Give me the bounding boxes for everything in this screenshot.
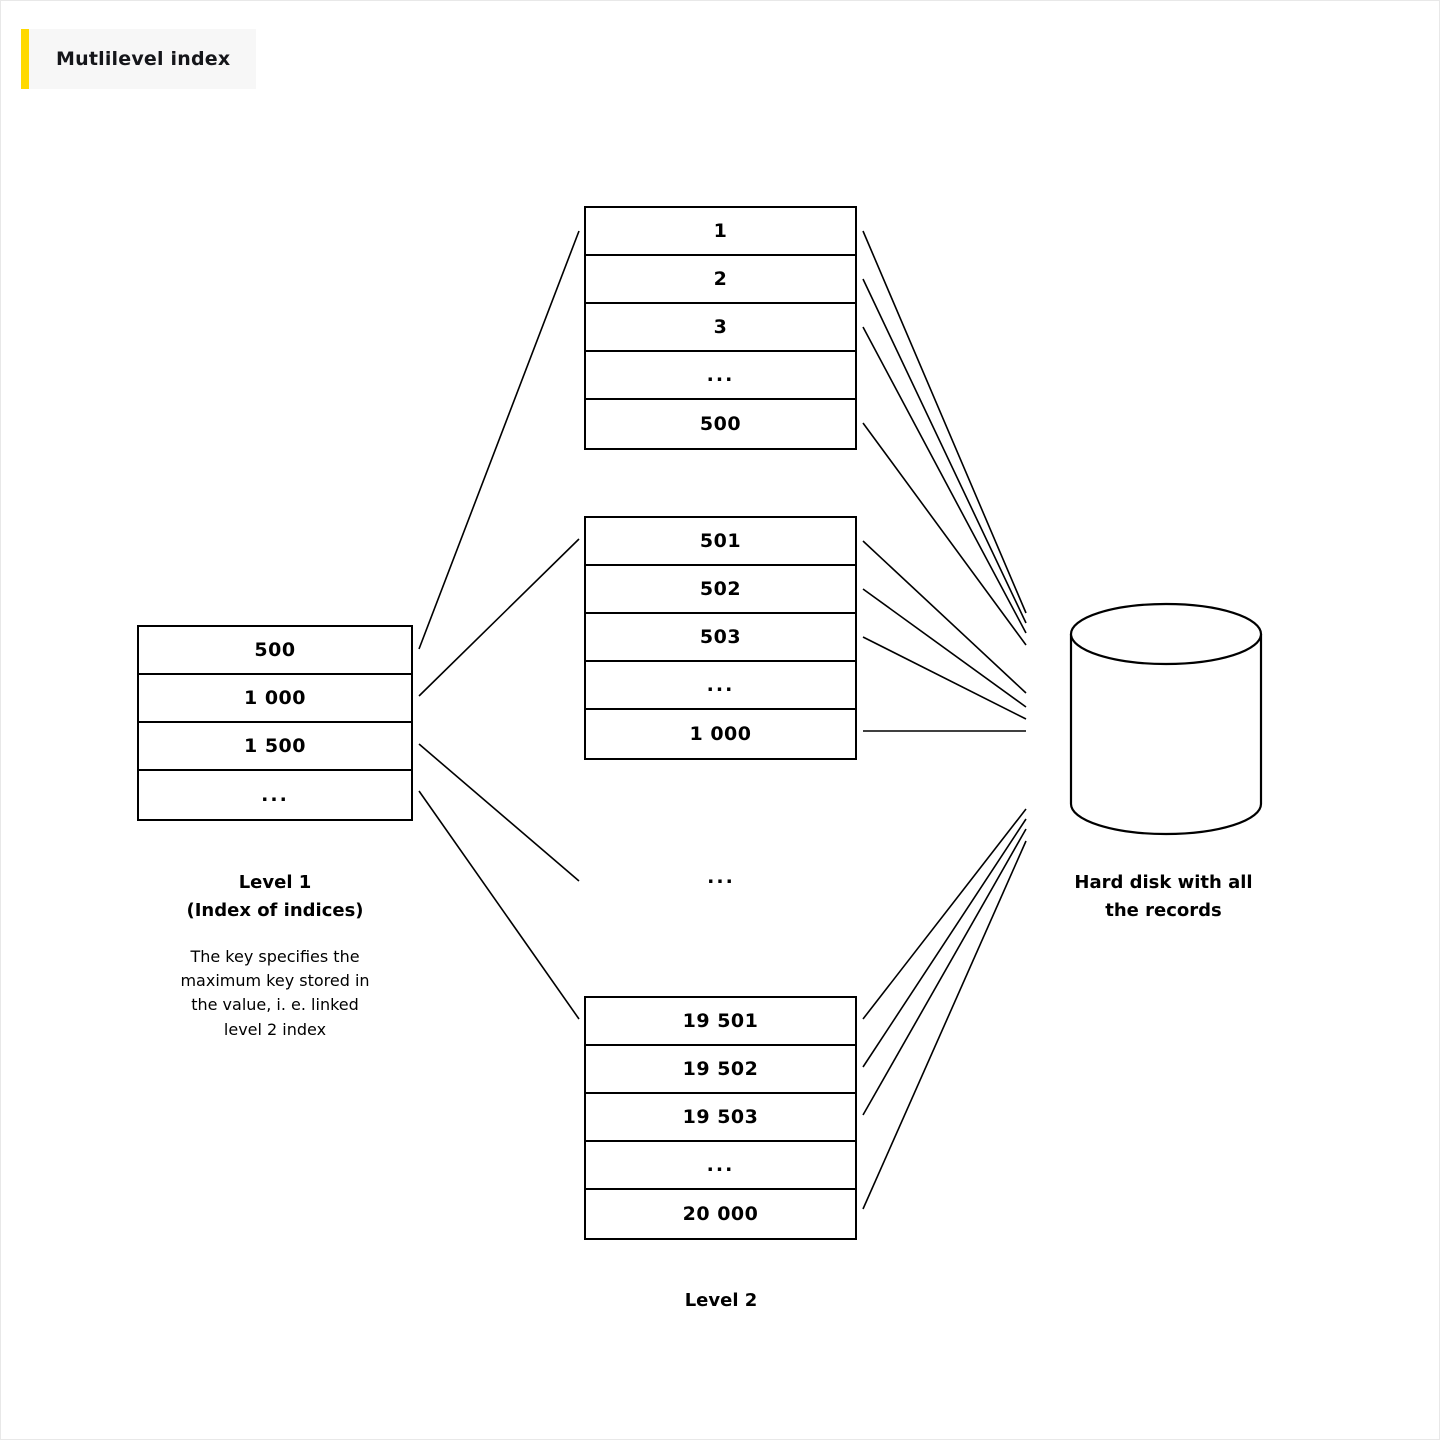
title-accent-bar: [21, 29, 29, 89]
page-title: Mutlilevel index: [56, 48, 231, 70]
hard-disk-caption: Hard disk with all the records: [1041, 869, 1286, 925]
table-row[interactable]: 19 501: [586, 998, 855, 1046]
table-row[interactable]: 503: [586, 614, 855, 662]
table-row[interactable]: ...: [261, 784, 289, 806]
connector-line-10: [862, 818, 1027, 1068]
table-row[interactable]: 19 503: [586, 1094, 855, 1142]
table-row[interactable]: 3: [586, 304, 855, 352]
table-row[interactable]: 500: [699, 413, 742, 435]
table-row[interactable]: 19 502: [586, 1046, 855, 1094]
connector-line-1: [862, 230, 1027, 614]
table-row[interactable]: 1 500: [139, 723, 411, 771]
connector-line-3: [418, 743, 580, 882]
table-row[interactable]: ...: [586, 662, 855, 710]
connector-line-9: [862, 808, 1027, 1020]
level2-index-table-3[interactable]: 19 501 19 502 19 503 ... 20 000: [584, 996, 857, 1240]
table-row[interactable]: 502: [586, 566, 855, 614]
connector-line-1: [418, 230, 580, 650]
table-row[interactable]: 20 000: [682, 1203, 759, 1225]
connector-line-3: [862, 326, 1027, 634]
connector-line-4: [862, 422, 1027, 646]
level2-index-table-2[interactable]: 501 502 503 ... 1 000: [584, 516, 857, 760]
connector-line-4: [418, 790, 580, 1020]
table-row[interactable]: 2: [586, 256, 855, 304]
level2-index-table-1[interactable]: 1 2 3 ... 500: [584, 206, 857, 450]
level1-index-table[interactable]: 500 1 000 1 500 ...: [137, 625, 413, 821]
table-row[interactable]: 1: [586, 208, 855, 256]
table-row[interactable]: ...: [586, 1142, 855, 1190]
table-row[interactable]: ...: [586, 352, 855, 400]
level1-caption-title: Level 1 (Index of indices): [186, 872, 364, 921]
table-row[interactable]: 500: [139, 627, 411, 675]
cylinder-database-icon: [1069, 602, 1263, 836]
table-row[interactable]: 1 000: [689, 723, 752, 745]
table-row[interactable]: 1 000: [139, 675, 411, 723]
connector-line-2: [418, 538, 580, 697]
connector-line-11: [862, 828, 1027, 1116]
connector-line-6: [862, 588, 1027, 708]
level1-caption-body: The key specifies the maximum key stored…: [180, 946, 370, 1039]
level2-tables-ellipsis: ...: [707, 866, 735, 888]
connector-line-12: [862, 840, 1027, 1210]
page-title-banner: Mutlilevel index: [21, 29, 256, 89]
level2-to-disk-connectors: [862, 230, 1027, 1210]
level1-caption: Level 1 (Index of indices) The key speci…: [117, 869, 433, 1042]
level1-to-level2-connectors: [418, 230, 580, 1020]
level2-caption: Level 2: [601, 1287, 841, 1315]
hard-disk-caption-title: Hard disk with all the records: [1074, 872, 1253, 921]
level2-caption-title: Level 2: [684, 1290, 758, 1311]
connector-line-7: [862, 636, 1027, 720]
table-row[interactable]: 501: [586, 518, 855, 566]
connector-line-2: [862, 278, 1027, 624]
connector-line-5: [862, 540, 1027, 694]
